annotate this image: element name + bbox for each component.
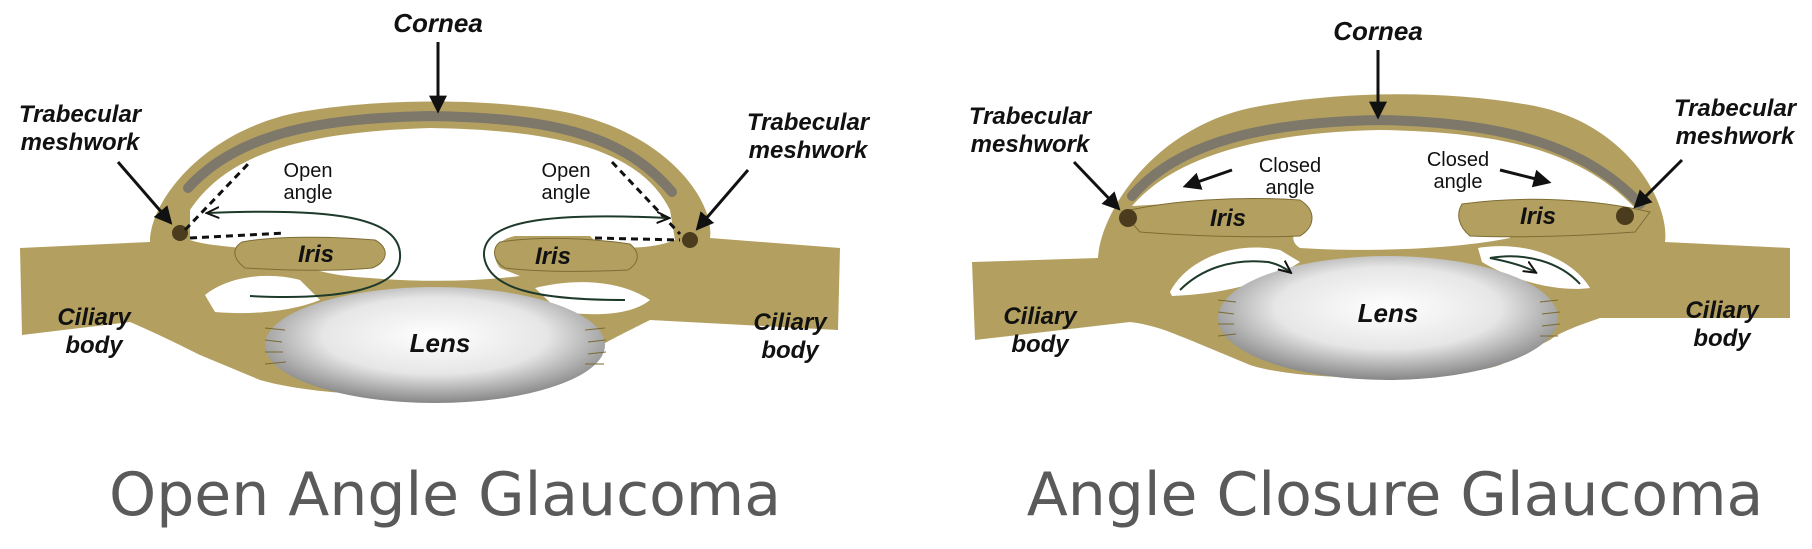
open-angle-title: Open Angle Glaucoma [109, 460, 781, 530]
angle-dashes-left [183, 160, 682, 242]
trabecular-label-right-a1: Trabecular [969, 103, 1093, 130]
closed-angle-label-b2: angle [1434, 171, 1483, 193]
flow-curve-closed-a [1179, 261, 1290, 291]
trabecular-label-left-a1: Trabecular [19, 101, 143, 128]
iris-left-open [234, 236, 386, 271]
posterior-gap-right-a [1170, 247, 1300, 296]
closed-angle-arrow-b [1499, 168, 1552, 188]
iris-label-left-a: Iris [298, 241, 334, 268]
iris-right-closed-b [1458, 198, 1651, 238]
trabecular-blob-right-b [1616, 207, 1634, 225]
trabecular-arrow-left-a [116, 161, 173, 225]
ciliary-label-left-b2: body [761, 337, 820, 364]
ciliary-label-left-a2: body [65, 332, 124, 359]
open-angle-label-b2: angle [542, 182, 591, 204]
anterior-chamber-right [1132, 130, 1635, 250]
posterior-gap-right [535, 282, 650, 315]
trabecular-arrow-left-b [695, 169, 750, 231]
zonules-right [1217, 299, 1561, 337]
closed-angle-arrow-a [1182, 168, 1233, 190]
flow-curve-closed-b [1489, 255, 1581, 285]
trabecular-blob-left-b [682, 232, 698, 248]
iris-label-left-b: Iris [535, 243, 571, 270]
lens-label-left: Lens [410, 328, 471, 358]
trabecular-label-right-b2: meshwork [1676, 123, 1796, 150]
closed-angle-label-b1: Closed [1427, 149, 1489, 171]
angle-closure-panel: Cornea Trabecular meshwork Trabecular me… [969, 16, 1798, 530]
ciliary-label-right-a2: body [1011, 331, 1070, 358]
iris-right-open [494, 237, 638, 272]
zonules-left [264, 327, 607, 365]
trabecular-arrow-right-b [1633, 158, 1684, 209]
trabecular-label-left-b2: meshwork [749, 137, 869, 164]
trabecular-label-right-b1: Trabecular [1674, 95, 1798, 122]
closed-angle-label-a2: angle [1266, 177, 1315, 199]
ciliary-label-left-b1: Ciliary [753, 309, 828, 336]
flow-curve-right [482, 216, 668, 301]
lens-left [265, 287, 605, 403]
lens-right [1218, 256, 1558, 380]
open-angle-label-a2: angle [284, 182, 333, 204]
angle-closure-title: Angle Closure Glaucoma [1027, 460, 1764, 530]
cornea-label-right: Cornea [1333, 16, 1423, 46]
cornea-label-left: Cornea [393, 8, 483, 38]
posterior-gap-left [205, 275, 320, 314]
trabecular-blob-right-a [1119, 209, 1137, 227]
ciliary-label-right-a1: Ciliary [1003, 303, 1078, 330]
lens-label-right: Lens [1358, 298, 1419, 328]
flow-curve-left [208, 212, 402, 298]
trabecular-label-left-a2: meshwork [21, 129, 141, 156]
iris-label-right-b: Iris [1520, 203, 1556, 230]
cornea-band-right [1127, 114, 1645, 209]
iris-label-right-a: Iris [1210, 205, 1246, 232]
ciliary-label-left-a1: Ciliary [57, 304, 132, 331]
open-angle-label-a1: Open [284, 160, 333, 182]
trabecular-label-right-a2: meshwork [971, 131, 1091, 158]
open-angle-panel: Cornea Trabecular meshwork Trabecular me… [19, 8, 871, 530]
iris-right-closed-a [1121, 198, 1313, 238]
ciliary-label-right-b1: Ciliary [1685, 297, 1760, 324]
ciliary-label-right-b2: body [1693, 325, 1752, 352]
trabecular-label-left-b1: Trabecular [747, 109, 871, 136]
closed-angle-label-a1: Closed [1259, 155, 1321, 177]
trabecular-arrow-right-a [1072, 160, 1121, 211]
open-angle-label-b1: Open [542, 160, 591, 182]
cornea-band-left [183, 110, 677, 197]
